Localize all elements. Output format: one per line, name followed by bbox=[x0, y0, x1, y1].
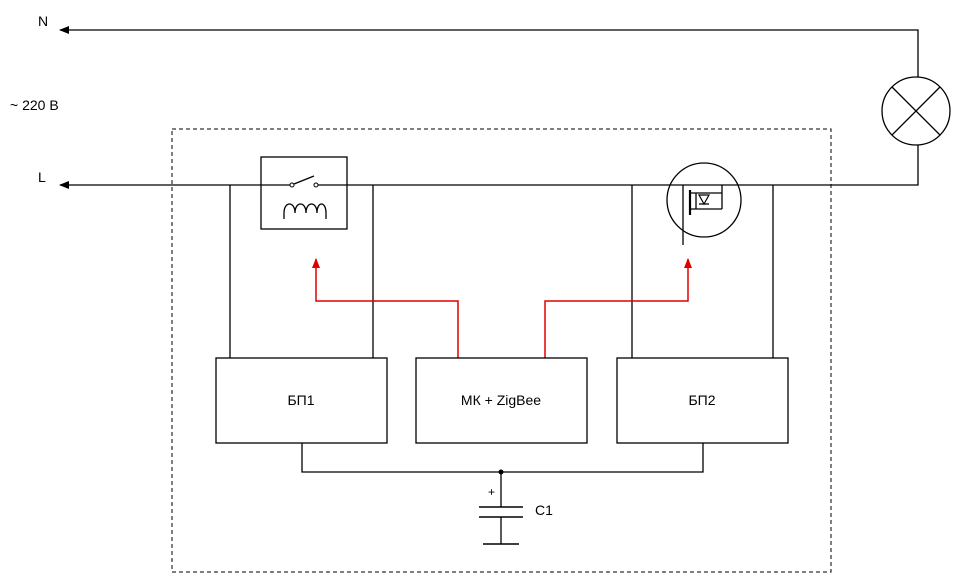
device-enclosure bbox=[171, 128, 832, 573]
l-terminal-label: L bbox=[38, 169, 46, 185]
relay-icon bbox=[260, 156, 348, 230]
output-bus bbox=[301, 443, 704, 473]
psu1-block bbox=[215, 357, 388, 444]
neutral-wire bbox=[59, 26, 919, 80]
psu1-label: БП1 bbox=[287, 392, 314, 408]
mcu-label: МК + ZigBee bbox=[461, 392, 541, 408]
mcu-block bbox=[415, 357, 588, 444]
psu2-block bbox=[616, 357, 789, 444]
mosfet-icon bbox=[666, 162, 742, 245]
capacitor-label: C1 bbox=[535, 502, 553, 518]
line-wire bbox=[59, 143, 919, 189]
voltage-label: ~ 220 В bbox=[10, 97, 59, 113]
relay-control-signal bbox=[312, 258, 459, 358]
n-terminal-label: N bbox=[38, 13, 48, 29]
lamp-icon bbox=[881, 76, 951, 146]
mosfet-control-signal bbox=[544, 258, 692, 358]
capacitor-polarity-label: + bbox=[488, 485, 495, 499]
psu2-label: БП2 bbox=[688, 392, 715, 408]
